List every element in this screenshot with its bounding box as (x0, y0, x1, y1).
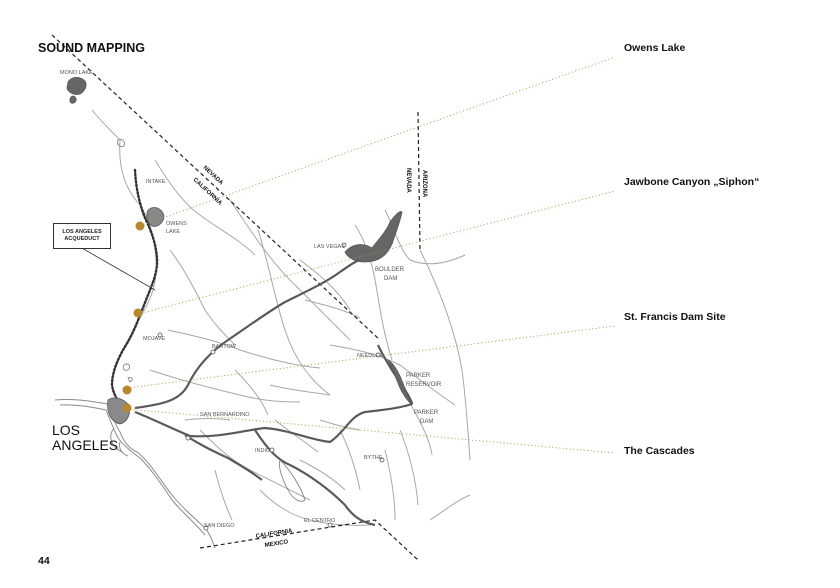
label-las-vegas: LAS VEGAS (314, 244, 345, 250)
label-mono-lake: MONO LAKE (60, 70, 93, 76)
label-blythe: BYTHE (364, 455, 383, 461)
la-basin (107, 397, 130, 425)
label-parker-reservoir-1: PARKER (406, 373, 431, 379)
small-lakes (117, 139, 133, 383)
aqueduct-line (110, 168, 159, 406)
site-marker-cascades (122, 403, 132, 413)
label-owens-lake-2: LAKE (166, 229, 180, 235)
border-label-california-south: CALIFORNIA (255, 528, 293, 540)
salton-sea (279, 459, 306, 502)
label-san-bernardino: SAN BERNARDINO (200, 412, 250, 418)
label-parker-dam-2: DAM (420, 419, 433, 425)
site-marker-owens-lake (135, 221, 145, 231)
border-label-arizona: ARIZONA (421, 170, 427, 198)
site-marker-st-francis (122, 385, 132, 395)
label-boulder-dam-1: BOULDER (375, 267, 405, 273)
border-label-mexico: MEXICO (264, 539, 289, 549)
site-label-owens-lake: Owens Lake (624, 42, 686, 54)
label-mojave: MOJAVE (143, 336, 166, 342)
water-bodies (66, 76, 413, 502)
site-marker-jawbone (133, 308, 143, 318)
label-el-centro: EL CENTRO (304, 518, 336, 524)
town-dots (157, 242, 385, 531)
main-roads (134, 253, 414, 527)
label-bartow: BARTOW (212, 344, 237, 350)
label-owens-lake-1: OWENS (166, 221, 187, 227)
label-needles: NEEDLES (357, 353, 383, 359)
site-label-st-francis-dam: St. Francis Dam Site (624, 311, 726, 323)
label-parker-dam-1: PARKER (414, 410, 439, 416)
label-indio: INDIO (255, 448, 271, 454)
mono-lake-island (69, 95, 77, 104)
lake-mead (344, 211, 403, 263)
site-markers (122, 221, 145, 413)
state-borders (51, 34, 421, 561)
aqueduct-callout-line2: ACQUEDUCT (64, 236, 100, 242)
label-boulder-dam-2: DAM (384, 276, 397, 282)
owens-lake (146, 207, 165, 227)
parker-reservoir (387, 359, 413, 405)
site-label-cascades: The Cascades (624, 445, 695, 457)
site-connectors (126, 56, 616, 454)
label-los-angeles-1: LOS (52, 422, 80, 438)
label-san-diego: SAN DIEGO (204, 523, 235, 529)
label-los-angeles-2: ANGELES (52, 437, 118, 453)
callout-leader (79, 246, 156, 291)
site-label-jawbone-canyon: Jawbone Canyon „Siphon“ (624, 176, 760, 188)
mono-lake (66, 76, 87, 95)
page-number: 44 (38, 555, 50, 567)
page-title: SOUND MAPPING (38, 41, 145, 55)
label-parker-reservoir-2: RESERVOIR (406, 382, 442, 388)
label-intake: INTAKE (146, 179, 166, 185)
border-label-nevada-east: NEVADA (405, 168, 411, 194)
rivers (91, 109, 471, 526)
aqueduct-callout-line1: LOS ANGELES (62, 229, 102, 235)
border-label-nevada: NEVADA (202, 165, 225, 187)
